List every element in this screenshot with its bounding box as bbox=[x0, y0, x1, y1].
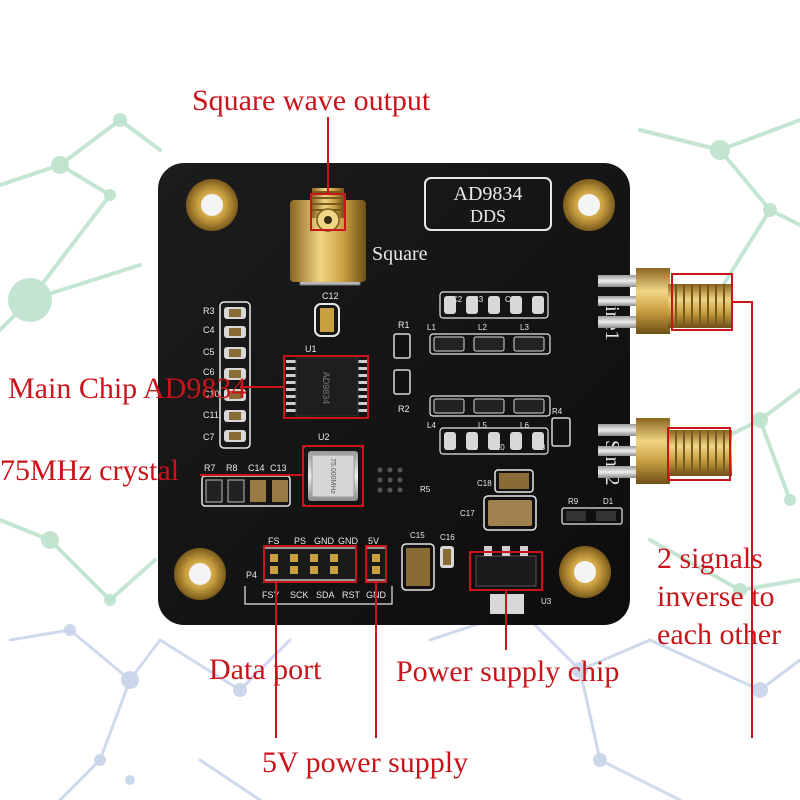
silk-l5: L5 bbox=[478, 421, 487, 430]
data-header bbox=[263, 547, 357, 581]
silk-c2: C2 bbox=[452, 295, 463, 304]
sine2-sma-connector bbox=[598, 418, 732, 484]
silk-r5: R5 bbox=[420, 485, 431, 494]
square-sma-connector bbox=[290, 188, 366, 286]
silk-c17: C17 bbox=[460, 509, 475, 518]
left-component-column: R3 C4 C5 C6 C10 C11 C7 bbox=[203, 306, 220, 442]
silk-fs: FS bbox=[268, 536, 280, 546]
silk-c5: C5 bbox=[203, 347, 215, 357]
silk-l4: L4 bbox=[427, 421, 436, 430]
silk-r8: R8 bbox=[226, 463, 238, 473]
chip-marking: AD9834 bbox=[321, 372, 331, 405]
crystal-marking: 75.000MHz bbox=[329, 458, 336, 494]
crystal-label: 75MHz crystal bbox=[0, 454, 180, 487]
mounting-hole bbox=[559, 546, 611, 598]
capacitor-c18 bbox=[494, 469, 534, 493]
silk-sck: SCK bbox=[290, 590, 309, 600]
via-array bbox=[377, 467, 403, 493]
main-chip-label: Main Chip AD9834 bbox=[8, 372, 247, 405]
silk-sda: SDA bbox=[316, 590, 335, 600]
data-port-label: Data port bbox=[209, 653, 322, 686]
upper-filter-group: C2 C3 C1 L1 L2 L3 bbox=[427, 291, 551, 355]
power-supply-chip-label: Power supply chip bbox=[396, 655, 620, 688]
silk-r7: R7 bbox=[204, 463, 216, 473]
resistor bbox=[393, 333, 411, 359]
power-regulator-u3 bbox=[475, 546, 537, 614]
signals-label-line3: each other bbox=[657, 618, 782, 651]
led-resistor bbox=[561, 507, 623, 525]
silk-c14: C14 bbox=[248, 463, 265, 473]
lower-filter-group: L4 L5 L6 R4 C9 C10 C8 bbox=[427, 395, 571, 455]
silk-d1: D1 bbox=[603, 497, 614, 506]
silk-c4: C4 bbox=[203, 325, 215, 335]
power-header bbox=[365, 547, 387, 581]
signals-leader-line bbox=[732, 301, 753, 738]
main-chip-ad9834: AD9834 bbox=[286, 357, 368, 417]
silk-c11: C11 bbox=[203, 410, 219, 420]
silk-c13: C13 bbox=[270, 463, 287, 473]
5v-power-supply-label: 5V power supply bbox=[262, 746, 469, 779]
silk-l3: L3 bbox=[520, 323, 529, 332]
silk-l1: L1 bbox=[427, 323, 436, 332]
silk-c18: C18 bbox=[477, 479, 492, 488]
square-wave-output-label: Square wave output bbox=[192, 84, 431, 117]
silk-r3: R3 bbox=[203, 306, 215, 316]
signals-label-line1: 2 signals bbox=[657, 542, 763, 575]
silk-l2: L2 bbox=[478, 323, 487, 332]
board-subtitle: DDS bbox=[470, 206, 506, 226]
silk-c7: C7 bbox=[203, 432, 215, 442]
silk-gnd2: GND bbox=[338, 536, 359, 546]
background-network bbox=[0, 113, 800, 800]
silk-fsy: FSY bbox=[262, 590, 280, 600]
silk-c3: C3 bbox=[473, 295, 484, 304]
silk-l6: L6 bbox=[520, 421, 529, 430]
pcb-board: AD9834 DDS Square C12 R3 C4 C5 C6 bbox=[158, 163, 630, 625]
header-top-labels: FS PS GND GND 5V bbox=[268, 536, 379, 546]
silk-ps: PS bbox=[294, 536, 306, 546]
silk-u3: U3 bbox=[541, 597, 552, 606]
mounting-hole bbox=[563, 179, 615, 231]
silk-5v: 5V bbox=[368, 536, 379, 546]
data-port-box bbox=[263, 545, 357, 583]
left-caps bbox=[219, 301, 251, 449]
signals-label-line2: inverse to bbox=[657, 580, 775, 613]
crystal-side-components: R7 R8 C14 C13 bbox=[204, 463, 287, 473]
silk-c6: C6 bbox=[203, 367, 215, 377]
mounting-hole bbox=[174, 548, 226, 600]
board-title: AD9834 bbox=[454, 183, 523, 205]
silk-r1: R1 bbox=[398, 320, 410, 330]
square-silkscreen: Square bbox=[372, 243, 428, 265]
silk-c12: C12 bbox=[322, 291, 339, 301]
crystal-side-parts bbox=[201, 475, 291, 507]
silk-r9: R9 bbox=[568, 497, 579, 506]
silk-c10: C10 bbox=[203, 389, 220, 399]
resistor bbox=[393, 369, 411, 395]
silk-rst: RST bbox=[342, 590, 361, 600]
silk-c15: C15 bbox=[410, 531, 425, 540]
annotations bbox=[200, 117, 753, 738]
silk-gnd1: GND bbox=[314, 536, 335, 546]
signals-label: 2 signals inverse to each other bbox=[657, 540, 800, 654]
capacitor bbox=[314, 303, 340, 337]
mounting-hole bbox=[186, 179, 238, 231]
silk-u1: U1 bbox=[305, 344, 317, 354]
silk-r4: R4 bbox=[552, 407, 563, 416]
capacitor-c15 bbox=[401, 543, 435, 591]
silk-p4: P4 bbox=[246, 570, 257, 580]
silk-u2: U2 bbox=[318, 432, 330, 442]
sine1-sma-connector bbox=[598, 268, 732, 334]
capacitor-c17 bbox=[483, 495, 537, 531]
silk-c16: C16 bbox=[440, 533, 455, 542]
board-title-box: AD9834 DDS bbox=[424, 177, 552, 231]
sine2-box bbox=[667, 427, 731, 481]
crystal-75mhz: 75.000MHz bbox=[302, 445, 364, 507]
silk-r2: R2 bbox=[398, 404, 410, 414]
